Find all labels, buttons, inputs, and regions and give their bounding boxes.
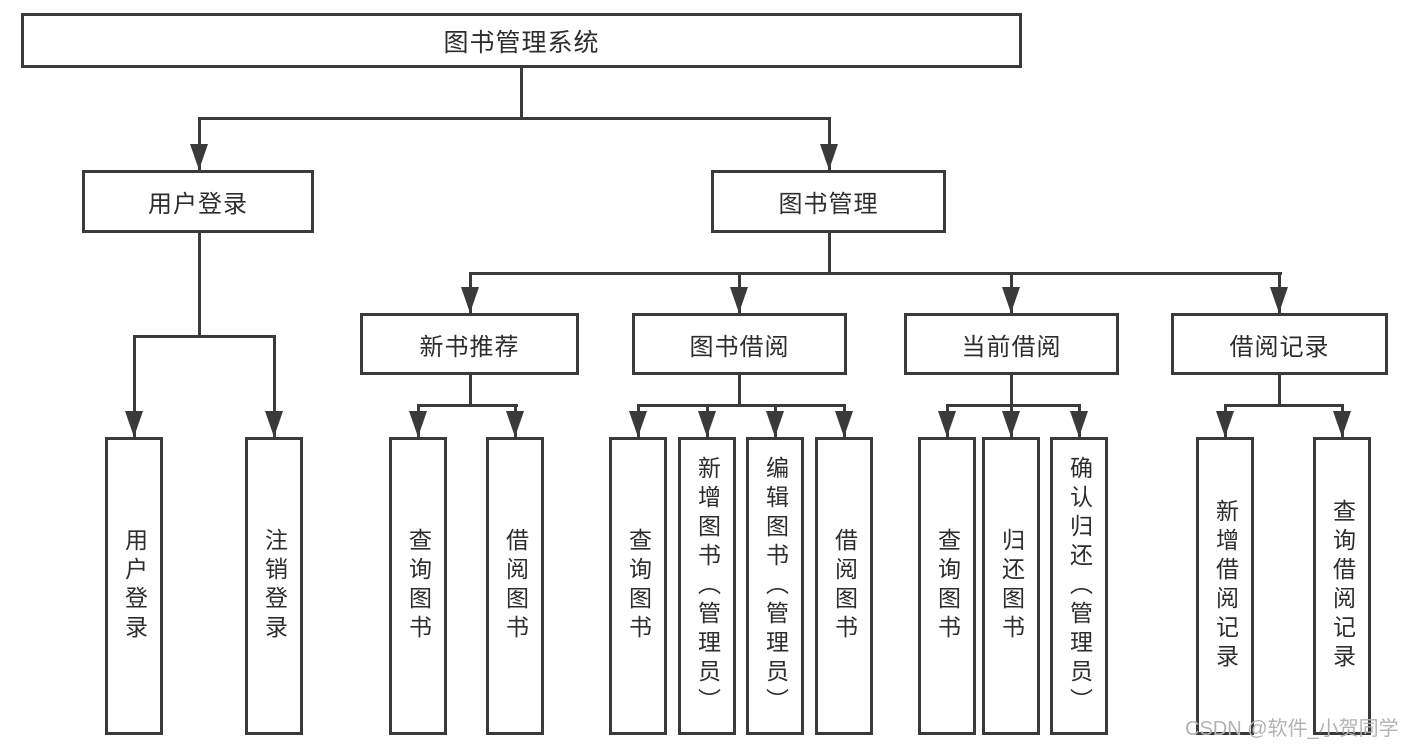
connector-level2-rail <box>198 117 831 120</box>
arrowhead-icon <box>1216 411 1234 437</box>
leaf-borrow-books-recommend-label: 借阅图书 <box>502 528 529 644</box>
arrowhead-icon <box>265 411 283 437</box>
connector-current-borrowing-stem <box>1010 375 1013 405</box>
connector-user-login-stem <box>198 233 201 336</box>
leaf-return-books: 归还图书 <box>982 437 1040 735</box>
arrowhead-icon <box>1002 287 1020 313</box>
arrowhead-icon <box>1002 411 1020 437</box>
node-new-book-recommend-label: 新书推荐 <box>419 333 520 361</box>
arrowhead-icon <box>1270 287 1288 313</box>
node-book-management: 图书管理 <box>711 170 946 233</box>
node-book-borrowing: 图书借阅 <box>632 313 847 375</box>
leaf-add-borrow-record-label: 新增借阅记录 <box>1212 499 1239 673</box>
node-library-system: 图书管理系统 <box>21 13 1022 68</box>
connector-level3-rail <box>469 272 1282 275</box>
node-new-book-recommend: 新书推荐 <box>360 313 579 375</box>
csdn-watermark: CSDN @软件_小贺同学 <box>1185 718 1399 740</box>
connector-new-book-rail <box>417 404 518 407</box>
connector-borrowing-records-rail <box>1224 404 1344 407</box>
leaf-confirm-return-admin-label: 确认归还（管理员） <box>1066 455 1093 717</box>
node-borrowing-records: 借阅记录 <box>1171 313 1388 375</box>
leaf-query-books-current-label: 查询图书 <box>934 528 961 644</box>
leaf-logout: 注销登录 <box>245 437 303 735</box>
arrowhead-icon <box>938 411 956 437</box>
leaf-borrow-books-borrowing-label: 借阅图书 <box>831 528 858 644</box>
leaf-add-books-admin: 新增图书（管理员） <box>678 437 736 735</box>
leaf-return-books-label: 归还图书 <box>998 528 1025 644</box>
arrowhead-icon <box>730 287 748 313</box>
leaf-user-login-label: 用户登录 <box>121 528 148 644</box>
node-borrowing-records-label: 借阅记录 <box>1229 333 1330 361</box>
arrowhead-icon <box>1333 411 1351 437</box>
leaf-borrow-books-recommend: 借阅图书 <box>486 437 544 735</box>
leaf-query-borrow-record-label: 查询借阅记录 <box>1329 499 1356 673</box>
node-current-borrowing: 当前借阅 <box>904 313 1119 375</box>
connector-user-login-drop <box>198 117 201 170</box>
node-library-system-label: 图书管理系统 <box>443 28 600 57</box>
leaf-query-books-borrowing: 查询图书 <box>609 437 667 735</box>
arrowhead-icon <box>1070 411 1088 437</box>
arrowhead-icon <box>125 411 143 437</box>
leaf-borrow-books-borrowing: 借阅图书 <box>815 437 873 735</box>
leaf-query-books-recommend: 查询图书 <box>389 437 447 735</box>
leaf-query-books-borrowing-label: 查询图书 <box>625 528 652 644</box>
node-current-borrowing-label: 当前借阅 <box>961 333 1062 361</box>
leaf-query-borrow-record: 查询借阅记录 <box>1313 437 1371 735</box>
leaf-query-books-recommend-label: 查询图书 <box>405 528 432 644</box>
arrowhead-icon <box>698 411 716 437</box>
leaf-add-borrow-record: 新增借阅记录 <box>1196 437 1254 735</box>
arrowhead-icon <box>766 411 784 437</box>
leaf-query-books-current: 查询图书 <box>918 437 976 735</box>
connector-new-book-stem <box>469 375 472 405</box>
connector-current-borrowing-rail <box>946 404 1081 407</box>
connector-book-management-stem <box>828 233 831 273</box>
arrowhead-icon <box>835 411 853 437</box>
connector-book-management-drop <box>828 117 831 170</box>
leaf-add-books-admin-label: 新增图书（管理员） <box>694 455 721 717</box>
connector-leaf-drop <box>273 335 276 437</box>
connector-root-stem <box>520 68 523 118</box>
leaf-edit-books-admin-label: 编辑图书（管理员） <box>762 455 789 717</box>
node-user-login-label: 用户登录 <box>148 191 248 218</box>
arrowhead-icon <box>190 144 208 170</box>
connector-book-borrowing-rail <box>637 404 846 407</box>
connector-book-borrowing-stem <box>738 375 741 405</box>
arrowhead-icon <box>506 411 524 437</box>
leaf-edit-books-admin: 编辑图书（管理员） <box>746 437 804 735</box>
connector-borrowing-records-stem <box>1278 375 1281 405</box>
leaf-user-login: 用户登录 <box>105 437 163 735</box>
arrowhead-icon <box>461 287 479 313</box>
arrowhead-icon <box>820 144 838 170</box>
arrowhead-icon <box>629 411 647 437</box>
connector-leaf-drop <box>133 335 136 437</box>
node-book-borrowing-label: 图书借阅 <box>689 333 790 361</box>
arrowhead-icon <box>409 411 427 437</box>
leaf-logout-label: 注销登录 <box>261 528 288 644</box>
leaf-confirm-return-admin: 确认归还（管理员） <box>1050 437 1108 735</box>
node-book-management-label: 图书管理 <box>778 191 879 218</box>
connector-user-login-rail <box>133 335 275 338</box>
node-user-login: 用户登录 <box>82 170 314 233</box>
